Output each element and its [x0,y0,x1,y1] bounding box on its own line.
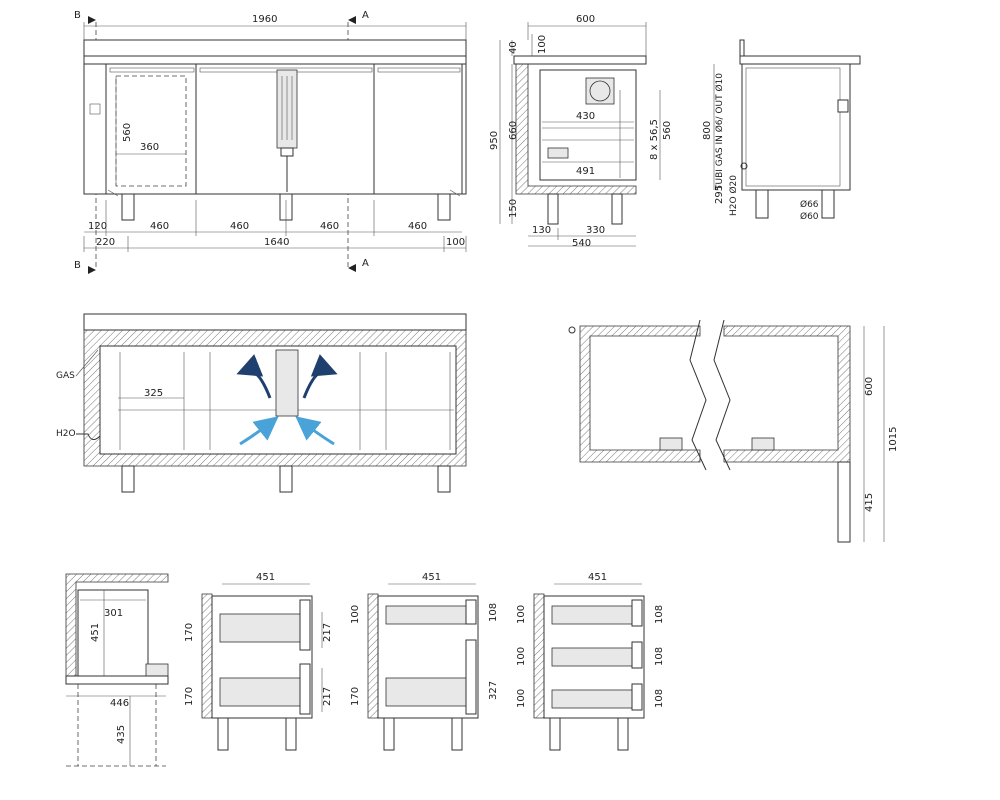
fan-icon [585,77,615,105]
dim-325: 325 [144,388,163,399]
dim-width-491: 491 [576,166,595,177]
dim-301: 301 [104,608,123,619]
dim-bay-1: 460 [150,221,169,232]
dim-top-100: 100 [537,35,548,54]
dim-height-800: 800 [702,121,713,140]
airflow-in-right-icon [295,416,335,446]
gas-pipe-label: TUBI GAS IN Ø6/ OUT Ø10 [714,73,725,191]
dim-inner-660: 660 [508,121,519,140]
water-inlet-label: H2O Ø20 [728,175,739,216]
config-3-right-1: 108 [654,647,665,666]
dim-width-360: 360 [140,142,159,153]
dim-1015: 1015 [888,427,899,452]
section-b-top: B [74,10,81,21]
detail-view: 600 1015 415 [568,319,899,543]
config-2-left-1: 170 [350,687,361,706]
dim-span-1640: 1640 [264,237,289,248]
dim-top-40: 40 [508,41,519,54]
config-2-width: 451 [422,572,441,583]
airflow-out-right-icon [302,354,338,399]
config-1-left-1: 170 [184,687,195,706]
config-2-left-0: 100 [350,605,361,624]
config-3-width: 451 [588,572,607,583]
dim-540: 540 [572,238,591,249]
section-a-bottom: A [362,258,369,269]
dim-inner-560: 560 [662,121,673,140]
config-2-right-0: 108 [488,603,499,622]
airflow-in-left-icon [239,416,279,446]
section-arrow-icon [348,264,356,272]
dim-330: 330 [586,225,605,236]
dim-d66: Ø66 [800,199,819,210]
dim-600: 600 [864,377,875,396]
dim-width-430: 430 [576,111,595,122]
dim-bay-2: 460 [230,221,249,232]
dim-overall-width: 1960 [252,14,277,25]
gas-label: GAS [56,371,75,381]
config-2-right-1: 327 [488,681,499,700]
config-3-left-0: 100 [516,605,527,624]
dim-left-120: 120 [88,221,107,232]
config-3-right-2: 108 [654,689,665,708]
config-1-right-0: 217 [322,623,333,642]
airflow-out-left-icon [236,354,272,399]
dim-leg-150: 150 [508,199,519,218]
dim-height-560: 560 [122,123,133,142]
dim-295: 295 [714,185,725,204]
front-view: B B A A 1960 [74,10,467,274]
dim-130: 130 [532,225,551,236]
config-1-right-1: 217 [322,687,333,706]
dim-451: 451 [90,623,101,642]
config-1-width: 451 [256,572,275,583]
section-arrow-icon [88,266,96,274]
section-a-top: A [362,10,369,21]
dim-446: 446 [110,698,129,709]
dim-left-220: 220 [96,237,115,248]
dim-d60: Ø60 [800,211,819,222]
dim-435: 435 [116,725,127,744]
section-view: 325 GAS H2O [56,313,467,493]
drawer-config-3: 451 100 100 100 108 108 108 [516,572,665,751]
rear-view: 800 TUBI GAS IN Ø6/ OUT Ø10 295 H2O Ø20 … [702,39,861,222]
dim-shelves: 8 x 56,5 [649,119,660,160]
dim-415: 415 [864,493,875,512]
config-3-right-0: 108 [654,605,665,624]
section-b-bottom: B [74,260,81,271]
config-3-left-2: 100 [516,689,527,708]
config-1-left-0: 170 [184,623,195,642]
dim-depth-600: 600 [576,14,595,25]
drawer-config-1: 451 170 170 217 217 [184,572,333,751]
drawer-section: 301 451 446 435 [65,573,169,767]
config-3-left-1: 100 [516,647,527,666]
drawer-config-2: 451 100 170 108 327 [350,572,499,751]
section-arrow-icon [88,16,96,24]
side-view: 600 950 40 100 660 150 430 8 x 56,5 560 … [489,14,673,249]
water-label: H2O [56,429,76,439]
dim-height-950: 950 [489,131,500,150]
section-arrow-icon [348,16,356,24]
dim-bay-4: 460 [408,221,427,232]
dim-bay-3: 460 [320,221,339,232]
dim-right-100: 100 [446,237,465,248]
